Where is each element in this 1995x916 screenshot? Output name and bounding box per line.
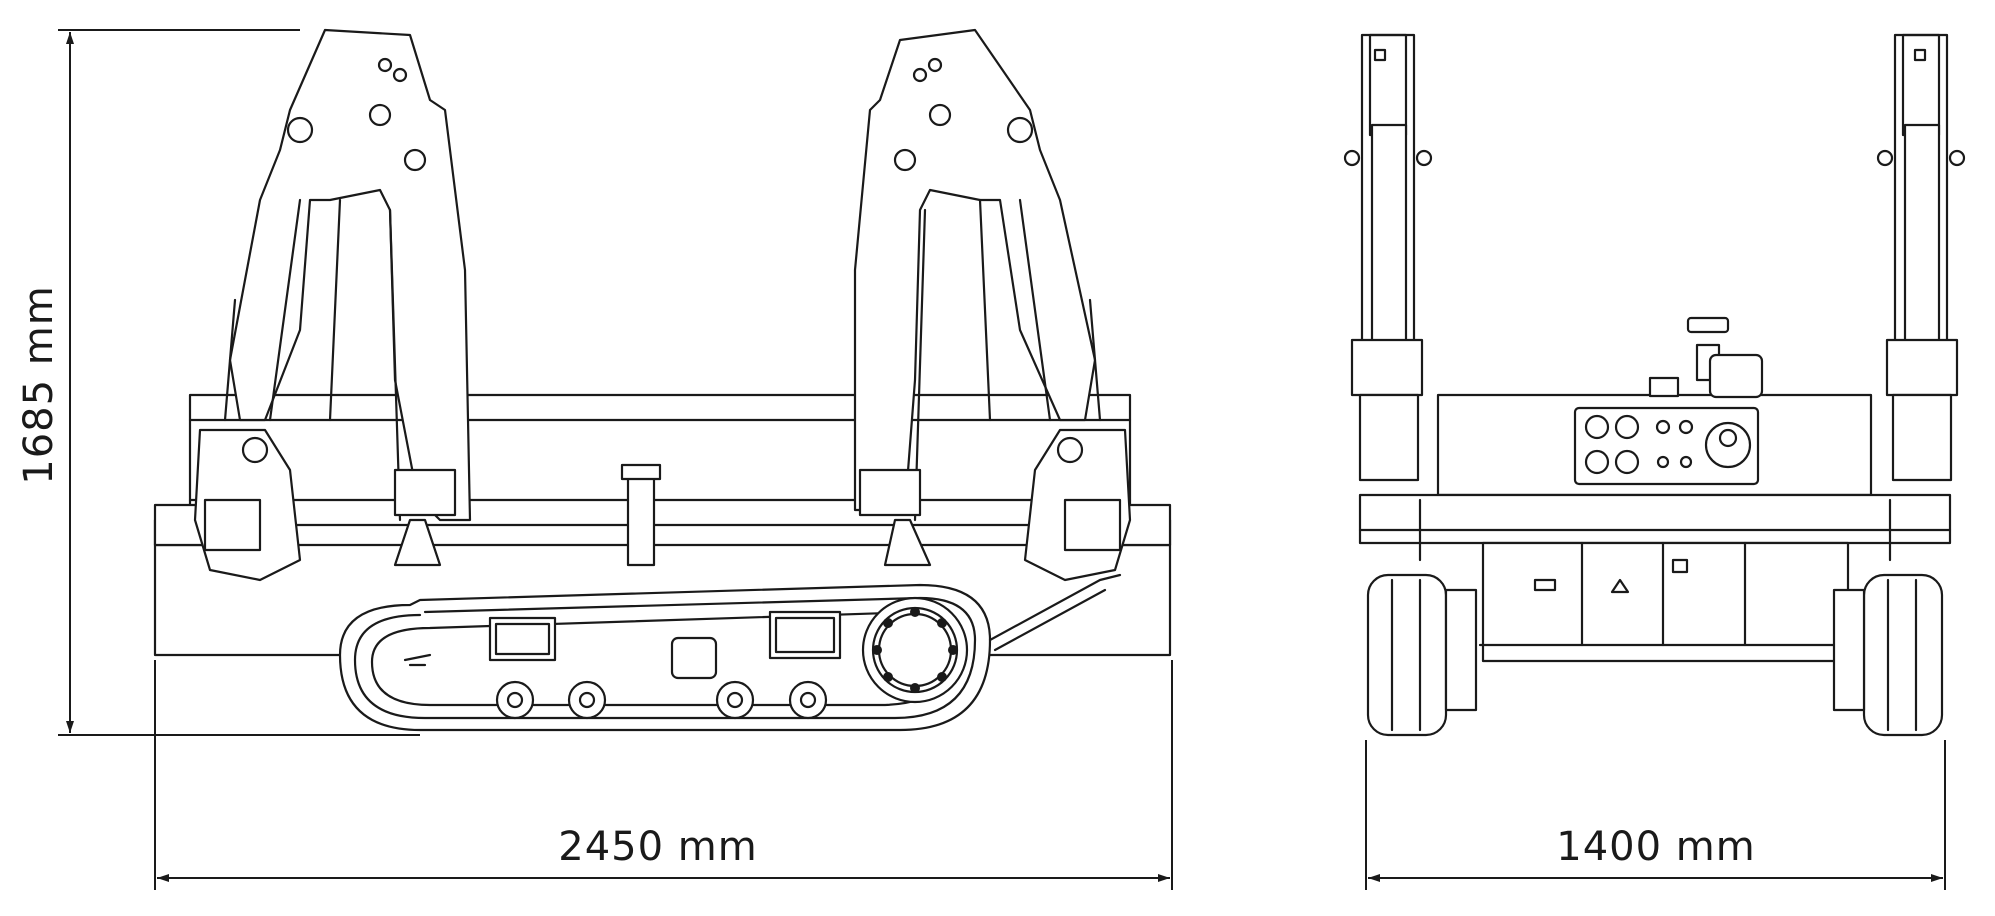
front-width-dimension bbox=[1365, 740, 1946, 890]
side-height-dimension bbox=[58, 29, 420, 736]
front-view: 1400 mm bbox=[1343, 33, 1966, 890]
front-left-wheel bbox=[1366, 573, 1478, 737]
side-left-leg bbox=[193, 28, 472, 582]
side-height-label: 1685 mm bbox=[16, 285, 62, 484]
side-right-leg bbox=[853, 28, 1132, 582]
front-right-mast bbox=[1876, 33, 1966, 482]
crawler-track bbox=[338, 583, 992, 732]
side-base-frame bbox=[153, 393, 1172, 657]
front-engine-housing bbox=[1436, 316, 1873, 497]
side-width-dimension bbox=[154, 660, 1173, 890]
side-exhaust-pipe bbox=[620, 463, 662, 567]
front-right-wheel bbox=[1832, 573, 1944, 737]
front-left-mast bbox=[1343, 33, 1433, 482]
front-chassis bbox=[1358, 493, 1952, 663]
side-view: 1685 mm 2450 mm bbox=[16, 28, 1173, 890]
side-hydraulic-strut bbox=[988, 573, 1122, 652]
side-width-label: 2450 mm bbox=[558, 824, 757, 870]
front-width-label: 1400 mm bbox=[1556, 824, 1755, 870]
